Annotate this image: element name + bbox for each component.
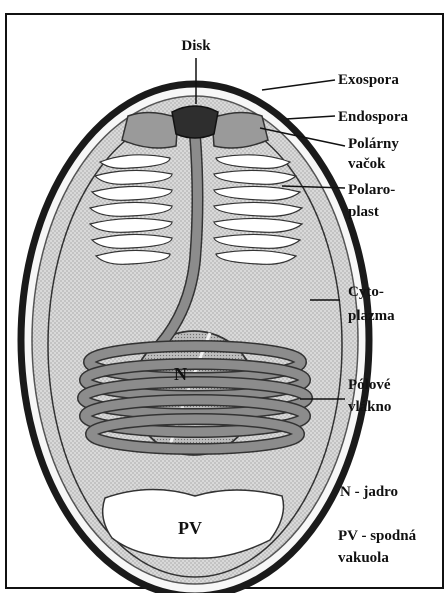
label-polar-filament-1: Pólové <box>348 377 391 393</box>
nucleus-label: N <box>174 364 187 384</box>
label-polaroplast-1: Polaro- <box>348 182 395 198</box>
label-disk: Disk <box>181 38 211 54</box>
polar-sac-left <box>122 112 178 148</box>
label-cytoplasm-2: plazma <box>348 308 395 324</box>
vacuole-label: PV <box>178 518 202 538</box>
legend-nucleus: N - jadro <box>340 484 398 500</box>
label-exospora: Exospora <box>338 72 399 88</box>
anchoring-disk <box>172 106 218 138</box>
label-endospora: Endospora <box>338 109 409 125</box>
polar-sac-right <box>212 112 268 148</box>
label-polar-filament-2: vlákno <box>348 399 391 415</box>
legend-vacuole-1: PV - spodná <box>338 528 417 544</box>
label-polar-sac-1: Polárny <box>348 136 399 152</box>
label-polaroplast-2: plast <box>348 204 379 220</box>
legend-vacuole-2: vakuola <box>338 550 389 566</box>
label-cytoplasm-1: Cyto- <box>348 284 384 300</box>
label-polar-sac-2: vačok <box>348 156 386 172</box>
